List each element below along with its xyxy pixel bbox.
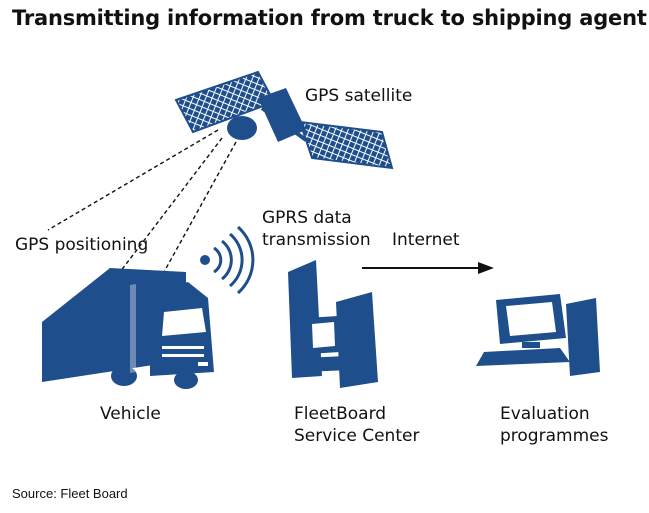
label-evaluation-line1: Evaluation: [500, 404, 590, 424]
label-gprs-line1: GPRS data: [262, 208, 352, 228]
label-service-center-line2: Service Center: [294, 426, 420, 446]
label-evaluation-line2: programmes: [500, 426, 609, 446]
truck-icon: [42, 268, 214, 389]
label-service-center-line1: FleetBoard: [294, 404, 387, 424]
gprs-signal-icon: [200, 225, 255, 295]
label-gps-satellite: GPS satellite: [305, 86, 413, 106]
internet-arrow: [362, 262, 494, 274]
source-note: Source: Fleet Board: [12, 486, 128, 501]
label-vehicle: Vehicle: [100, 404, 161, 424]
server-icon: [288, 260, 378, 388]
diagram-title: Transmitting information from truck to s…: [12, 6, 647, 30]
gps-signal-lines: [47, 129, 237, 273]
computer-icon: [476, 294, 600, 376]
label-internet: Internet: [392, 230, 460, 250]
label-gprs-line2: transmission: [262, 230, 371, 250]
label-gps-positioning: GPS positioning: [15, 235, 149, 255]
satellite-icon: [174, 70, 394, 170]
